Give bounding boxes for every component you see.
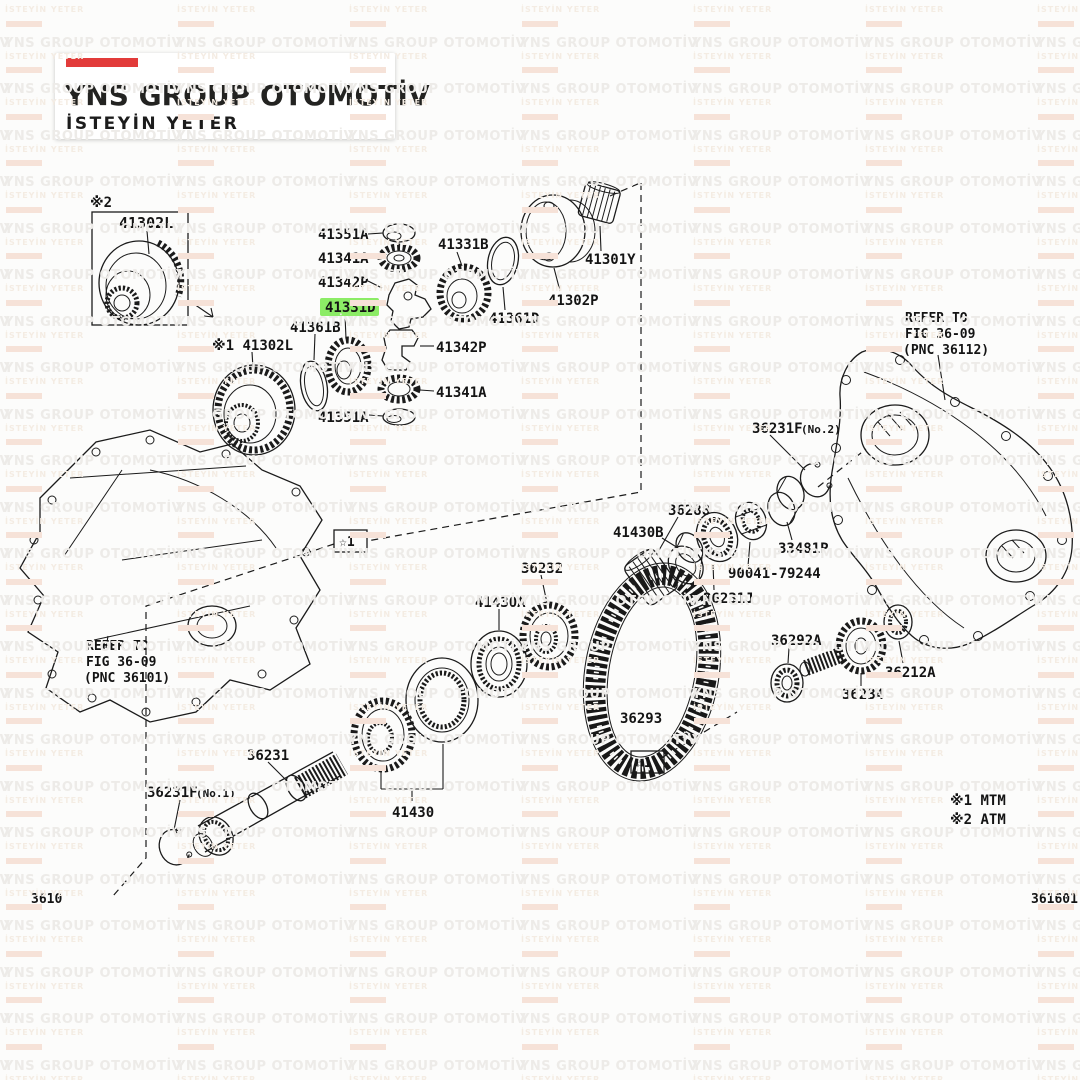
star-marker-1: ☆1 — [339, 535, 355, 550]
part-label-36231: 36231 — [247, 748, 289, 764]
part-drawing-rear-case — [829, 348, 1073, 649]
part-label-41361b: 41361B — [290, 320, 341, 336]
part-label-41302p: 41302P — [548, 293, 599, 309]
page-code-right: 361601 — [1031, 892, 1078, 907]
star-marker-box-1: ☆1 — [333, 529, 368, 553]
part-drawing-41342p-top — [367, 278, 432, 330]
part-label-41342p-top: 41342P — [318, 275, 369, 291]
part-label-41302l-mtm: ※1 41302L — [212, 338, 293, 354]
part-drawing-41302l-mtm — [212, 351, 296, 456]
refer-right-line2: FIG 36-09 — [905, 327, 975, 342]
part-label-33481p: 33481P — [778, 541, 829, 557]
refer-right-line3: (PNC 36112) — [903, 343, 989, 358]
part-label-41351a-bottom: 41351A — [318, 410, 369, 426]
part-label-90041-79244: 90041-79244 — [728, 566, 821, 582]
part-drawing-33481p — [767, 475, 805, 527]
marker-atm-box: ※2 — [90, 195, 112, 211]
part-drawing-front-case — [19, 429, 323, 723]
part-labels: ※2 41302L 41351A 41341A 41331B 41342P 41… — [31, 195, 1078, 907]
part-drawing-36231f-no2 — [799, 461, 833, 498]
part-label-41341a-bottom: 41341A — [436, 385, 487, 401]
part-label-36288: 36288 — [668, 503, 710, 519]
part-label-41361d: 41361D — [489, 311, 540, 327]
part-drawing-41361b — [299, 360, 329, 412]
part-drawing-41351a-bottom — [368, 408, 416, 426]
part-label-41341a-top: 41341A — [318, 251, 369, 267]
part-label-41351a-top: 41351A — [318, 227, 369, 243]
part-drawing-41301y — [577, 181, 621, 224]
part-label-41331b: 41331B — [438, 237, 489, 253]
part-drawing-41430-hub — [350, 697, 416, 773]
refer-right-line1: REFER TO — [905, 311, 968, 326]
chain-label-backplate — [614, 708, 668, 727]
part-label-36234: 36234 — [842, 687, 884, 703]
part-drawing-36231 — [192, 751, 348, 857]
star-marker-box-2: ☆1 — [630, 750, 665, 774]
part-label-36231f-no2: 36231F — [752, 421, 803, 437]
part-drawing-36231f-no1 — [158, 827, 193, 866]
part-drawing-90041-79244 — [734, 501, 768, 541]
star-marker-2: ☆1 — [636, 756, 652, 771]
part-label-41301y: 41301Y — [585, 252, 636, 268]
part-label-36212a: 36212A — [885, 665, 936, 681]
part-drawing-36288 — [624, 548, 678, 606]
arrow-icon — [190, 301, 214, 318]
part-label-36231f-no1-suffix: (No.1) — [196, 787, 236, 800]
part-label-36231f-no2-suffix: (No.2) — [801, 423, 841, 436]
part-drawing-41430a — [470, 609, 528, 698]
part-drawing-41342p-bottom — [381, 329, 434, 371]
part-drawing-41341a-bottom — [377, 374, 435, 404]
part-label-41342p-bottom: 41342P — [436, 340, 487, 356]
brand-header-card: YNS GROUP OTOMOTİV İSTEYİN YETER — [55, 53, 430, 139]
part-label-41430: 41430 — [392, 805, 434, 821]
legend-mtm: ※1 MTM — [950, 793, 1006, 809]
part-drawing-41430-ring — [405, 657, 479, 743]
refer-left-line3: (PNC 36101) — [84, 671, 170, 686]
part-label-36231f-no1: 36231F — [147, 785, 198, 801]
part-drawing-36293-chain — [582, 562, 722, 782]
legend-atm: ※2 ATM — [950, 812, 1006, 828]
part-drawing-36232 — [519, 574, 579, 671]
refer-left-line2: FIG 36-09 — [86, 655, 156, 670]
part-label-41430a: 41430A — [475, 595, 526, 611]
part-drawing-41351a-top — [367, 223, 416, 243]
part-drawing-36234 — [799, 617, 887, 686]
refer-left-line1: REFER TO — [86, 639, 149, 654]
bracket-41430 — [380, 744, 444, 801]
part-label-41331d: 41331D — [325, 300, 376, 316]
part-drawing-41331b — [436, 251, 492, 323]
part-drawing-41331d — [324, 314, 372, 396]
brand-tagline: İSTEYİN YETER — [66, 114, 240, 134]
part-drawing-36292a — [770, 647, 804, 703]
part-label-36232: 36232 — [521, 561, 563, 577]
brand-accent-bar — [66, 58, 138, 67]
part-label-41302l-box: 41302L — [119, 214, 173, 232]
part-drawing-36212a — [883, 604, 913, 664]
page-code-left: 3610 — [31, 892, 62, 907]
part-label-36231j: 36231J — [703, 591, 754, 607]
part-label-36292a: 36292A — [771, 633, 822, 649]
part-label-41430b: 41430B — [613, 525, 664, 541]
brand-title: YNS GROUP OTOMOTİV — [65, 79, 430, 112]
part-drawing-41341a-top — [368, 243, 421, 273]
part-drawing-41302l-atm-box — [91, 211, 189, 326]
part-drawing-41361d — [486, 236, 520, 286]
part-label-36293: 36293 — [620, 711, 662, 727]
